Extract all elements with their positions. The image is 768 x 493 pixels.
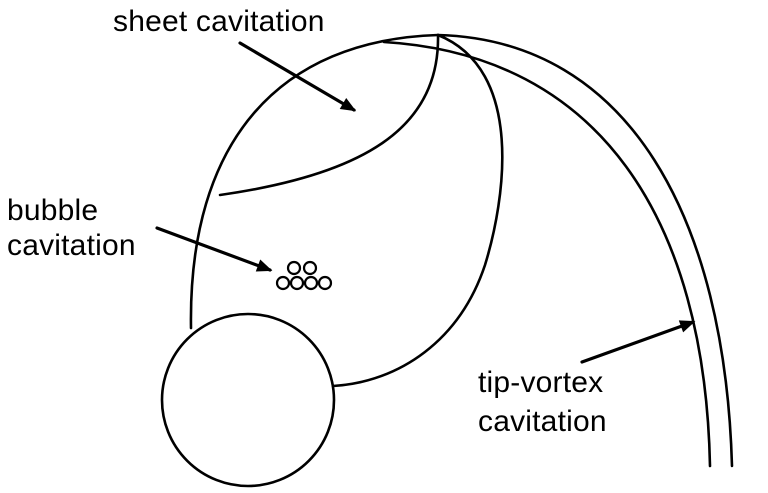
bubble-cluster — [277, 262, 331, 289]
bubble — [288, 262, 300, 274]
bubble — [277, 277, 289, 289]
bubble-cavitation-arrow — [157, 228, 270, 270]
propeller-hub — [162, 314, 334, 486]
tip-vortex-arrow — [582, 322, 693, 362]
bubble-cavitation-label-line1: bubble — [7, 194, 98, 228]
tip-vortex-label-line2: cavitation — [478, 405, 607, 439]
bubble — [305, 277, 317, 289]
tip-vortex-outer-line — [438, 35, 732, 466]
blade-trailing-edge — [333, 35, 502, 386]
bubble — [319, 277, 331, 289]
bubble-cavitation-label-line2: cavitation — [7, 229, 136, 263]
bubble — [304, 262, 316, 274]
tip-vortex-inner-line — [384, 42, 710, 466]
sheet-cavitation-label: sheet cavitation — [113, 5, 325, 39]
tip-vortex-label-line1: tip-vortex — [478, 366, 603, 400]
bubble — [291, 277, 303, 289]
